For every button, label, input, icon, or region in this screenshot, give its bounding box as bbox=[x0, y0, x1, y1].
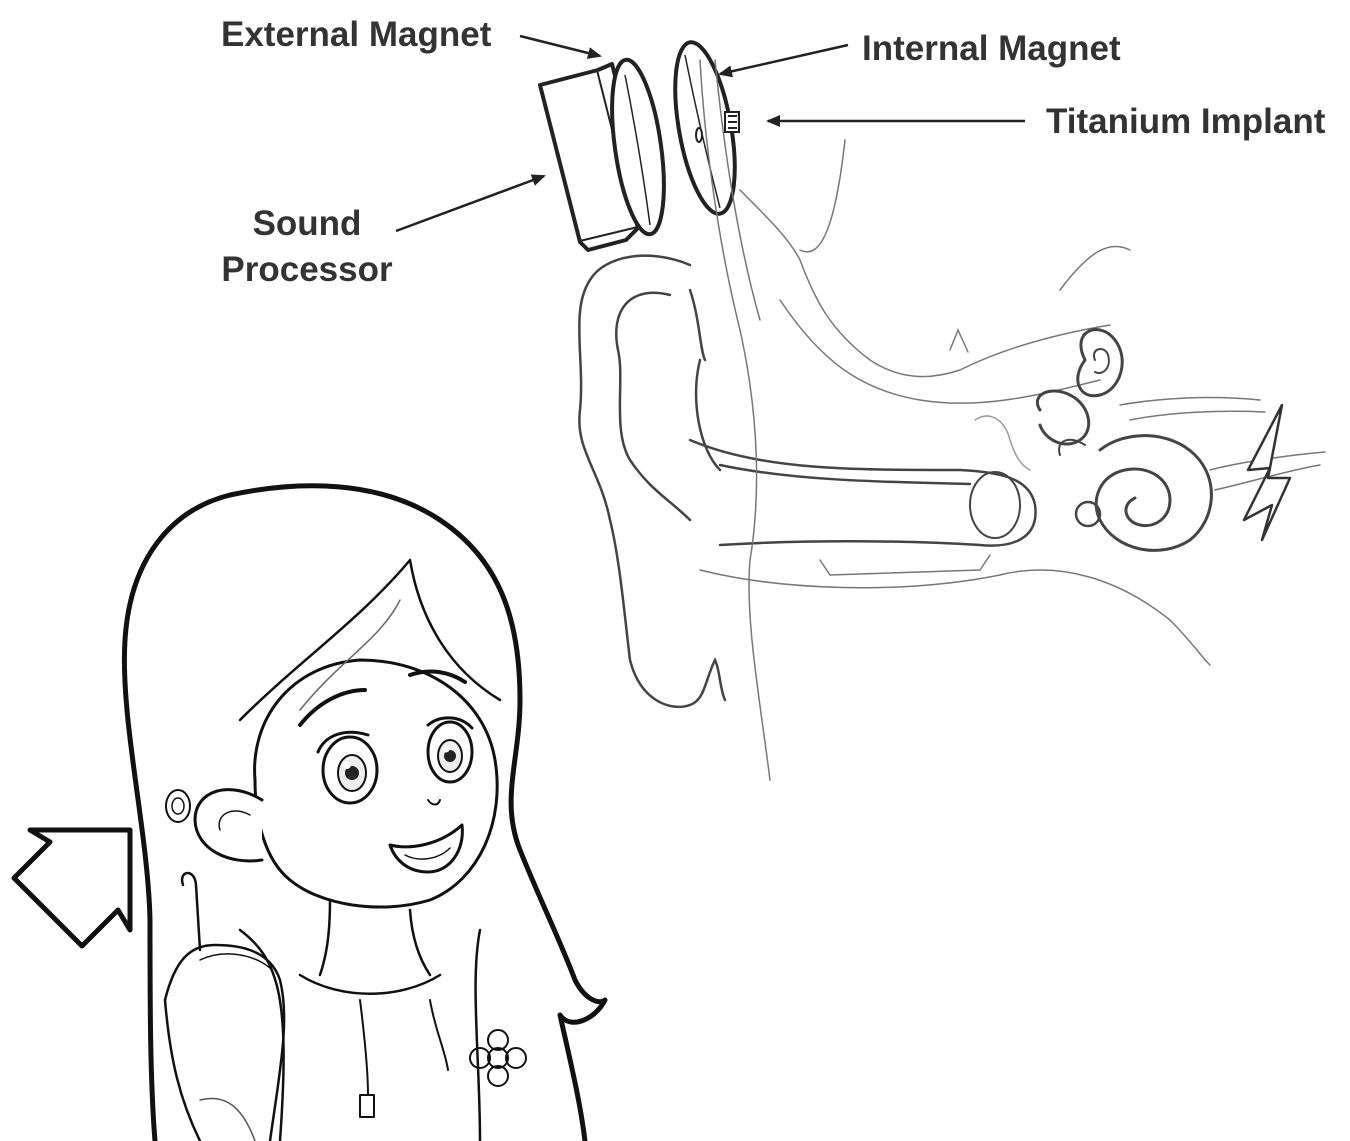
girl-illustration bbox=[124, 486, 605, 1141]
outlined-arrow-icon bbox=[14, 830, 130, 946]
arrow-sound-processor bbox=[396, 176, 544, 231]
titanium-implant-screw bbox=[725, 112, 739, 132]
arrow-external-magnet bbox=[520, 36, 600, 56]
arrow-internal-magnet bbox=[720, 45, 848, 74]
